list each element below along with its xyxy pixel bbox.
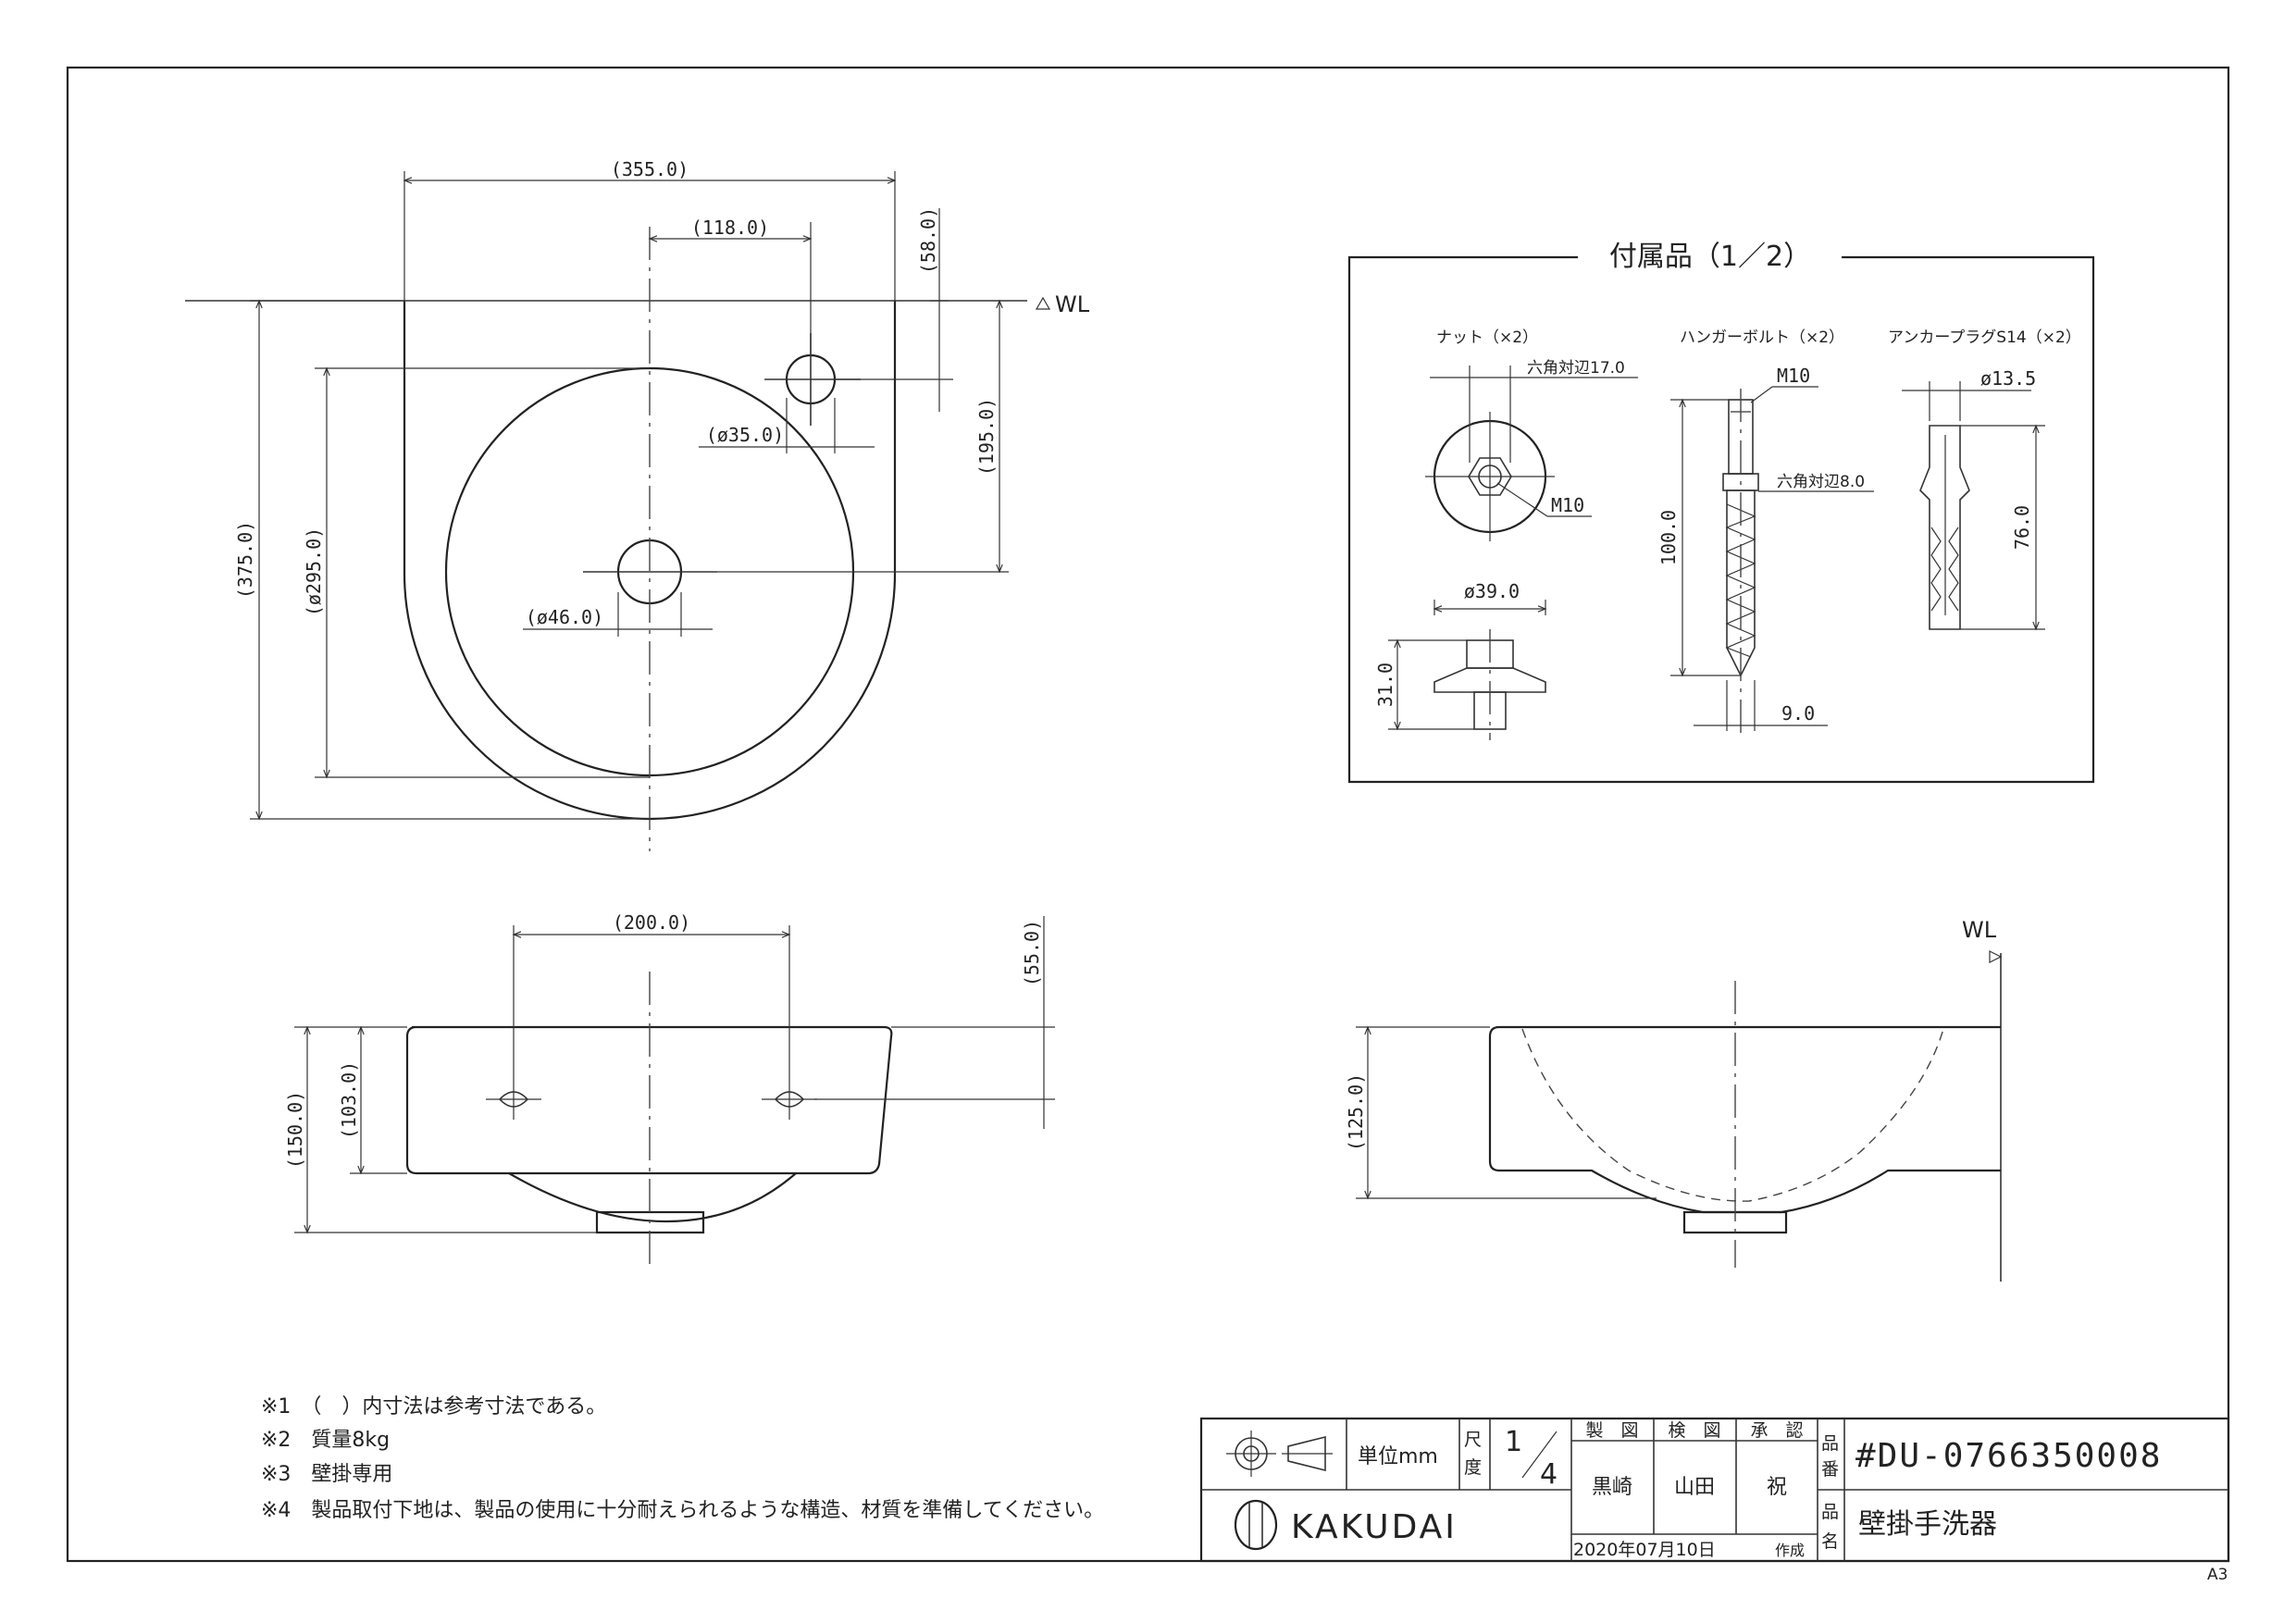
drawn-by: 黒崎 <box>1592 1476 1632 1499</box>
checked-label: 検 図 <box>1668 1420 1720 1441</box>
scale-label-2: 度 <box>1464 1457 1482 1478</box>
anchor-length: 76.0 <box>2011 505 2033 550</box>
note-1: ※1 （ ）内寸法は参考寸法である。 <box>261 1395 606 1419</box>
note-2: ※2 質量8kg <box>261 1429 390 1452</box>
side-body <box>1488 1025 2001 1214</box>
nut-thread: M10 <box>1551 494 1584 516</box>
side-bowl-hidden <box>1521 1028 1944 1202</box>
part-no-label-2: 番 <box>1821 1459 1839 1480</box>
bolt-length: 100.0 <box>1657 510 1680 565</box>
part-no-label-1: 品 <box>1821 1433 1839 1454</box>
dim-overall-height: (375.0) <box>234 521 256 599</box>
nut-washer-side <box>1433 667 1546 693</box>
front-bowl <box>508 1172 797 1223</box>
dim-bowl-dia: (ø295.0) <box>303 527 325 616</box>
company-name: KAKUDAI <box>1291 1508 1458 1546</box>
part-number: #DU-0766350008 <box>1855 1437 2162 1475</box>
dim-front-overall-height: (150.0) <box>284 1091 306 1169</box>
date-label: 作成 <box>1775 1542 1805 1559</box>
side-view: WL (125.0) <box>1345 917 2003 1282</box>
front-body <box>405 1025 893 1175</box>
date: 2020年07月10日 <box>1573 1540 1716 1560</box>
front-view: (200.0) (55.0) (150.0) (103.0) <box>284 911 1055 1268</box>
dim-drain-hole: (ø46.0) <box>526 606 603 628</box>
approved-label: 承 認 <box>1750 1420 1803 1441</box>
dim-overall-width: (355.0) <box>611 158 689 180</box>
nut-dia: ø39.0 <box>1464 580 1520 602</box>
hanger-bolt-label: ハンガーボルト（×2） <box>1680 328 1844 347</box>
top-view: (355.0) (118.0) (58.0) WL (195.0) (ø35.0… <box>185 158 1090 851</box>
dim-faucet-offset: (118.0) <box>691 217 769 239</box>
name-label-2: 名 <box>1821 1531 1839 1552</box>
name-label-1: 品 <box>1821 1502 1839 1522</box>
sheet-size: A3 <box>2207 1566 2228 1584</box>
projection-symbol-icon <box>1226 1431 1333 1477</box>
approved-by: 祝 <box>1767 1476 1787 1499</box>
bolt-dia: 9.0 <box>1781 702 1815 725</box>
note-4: ※4 製品取付下地は、製品の使用に十分耐えられるような構造、材質を準備してくださ… <box>261 1499 1104 1522</box>
bolt-hex-dim: 六角対辺8.0 <box>1777 473 1865 491</box>
drawn-label: 製 図 <box>1585 1420 1638 1441</box>
accessories-box: 付属品（1／2） ナット（×2） 六角対辺17.0 M10 ø39.0 31.0… <box>1347 241 2095 784</box>
dim-body-height: (103.0) <box>338 1061 360 1139</box>
product-name: 壁掛手洗器 <box>1858 1508 1997 1541</box>
note-3: ※3 壁掛専用 <box>261 1463 392 1486</box>
nut-label: ナット（×2） <box>1436 328 1538 347</box>
dim-bolt-pitch: (200.0) <box>613 911 690 934</box>
wl-label-side: WL <box>1962 917 1997 943</box>
bolt-screw <box>1726 489 1756 677</box>
wl-label-top: WL <box>1055 291 1090 317</box>
accessories-title: 付属品（1／2） <box>1609 241 1811 273</box>
sheet-border <box>66 66 2230 1563</box>
nut-hex-dim: 六角対辺17.0 <box>1527 359 1625 378</box>
dim-faucet-hole: (ø35.0) <box>706 424 784 446</box>
kakudai-logo-icon <box>1234 1499 1278 1551</box>
dim-side-height: (125.0) <box>1345 1073 1367 1151</box>
scale-num: 1 <box>1505 1426 1522 1458</box>
scale-label-1: 尺 <box>1464 1430 1482 1450</box>
title-block: 単位mm 尺 度 1 4 製 図 検 図 承 認 黒崎 山田 祝 2020年07… <box>1199 1417 2230 1563</box>
unit-label: 単位mm <box>1358 1445 1438 1468</box>
checked-by: 山田 <box>1674 1476 1715 1499</box>
anchor-label: アンカープラグS14（×2） <box>1888 328 2081 347</box>
anchor-dia: ø13.5 <box>1980 367 2036 390</box>
nut-height: 31.0 <box>1374 663 1396 707</box>
dim-bolt-from-top: (55.0) <box>1021 920 1043 986</box>
dim-faucet-from-wl: (58.0) <box>917 207 939 274</box>
bolt-thread: M10 <box>1777 365 1810 387</box>
dim-drain-from-wl: (195.0) <box>975 398 998 476</box>
scale-den: 4 <box>1540 1458 1558 1491</box>
notes: ※1 （ ）内寸法は参考寸法である。 ※2 質量8kg ※3 壁掛専用 ※4 製… <box>261 1395 1104 1522</box>
